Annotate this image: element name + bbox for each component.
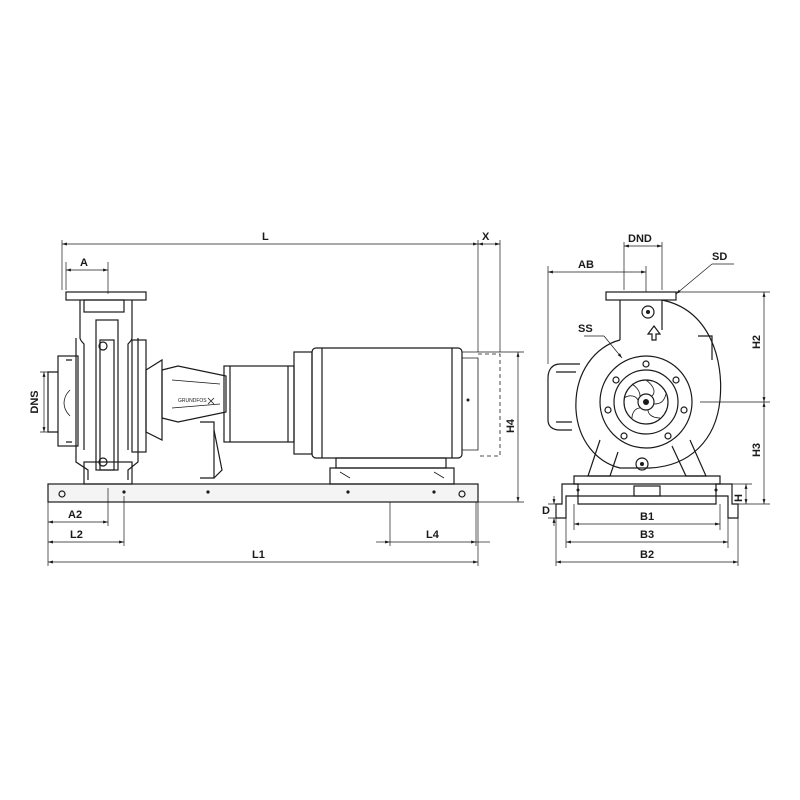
dim-L1: L1 bbox=[48, 502, 479, 566]
label-A2: A2 bbox=[68, 509, 82, 521]
label-DND: DND bbox=[628, 233, 652, 245]
label-X: X bbox=[482, 231, 490, 243]
label-B1: B1 bbox=[640, 511, 654, 523]
casing-bolts bbox=[604, 360, 688, 440]
motor bbox=[223, 347, 501, 485]
dim-AB: AB bbox=[547, 259, 647, 364]
base-frame bbox=[47, 483, 479, 503]
label-H2: H2 bbox=[751, 335, 763, 349]
pump-casing bbox=[47, 291, 163, 485]
svg-text:GRUNDFOS: GRUNDFOS bbox=[178, 398, 207, 404]
label-L: L bbox=[262, 231, 269, 243]
dim-A2: A2 bbox=[47, 488, 109, 566]
leader-SS: SS bbox=[578, 323, 623, 359]
dim-D: D bbox=[542, 496, 562, 526]
dim-H2: H2 bbox=[676, 291, 770, 403]
label-H4: H4 bbox=[505, 418, 517, 433]
label-L2: L2 bbox=[70, 529, 83, 541]
side-view: GRUNDFOS L bbox=[29, 231, 524, 566]
label-SS: SS bbox=[578, 323, 593, 335]
dim-B2: B2 bbox=[555, 518, 739, 566]
guard-side bbox=[547, 363, 580, 431]
label-B2: B2 bbox=[640, 549, 654, 561]
label-H: H bbox=[733, 494, 745, 502]
dim-H3: H3 bbox=[738, 402, 770, 505]
dim-X: X bbox=[478, 231, 501, 352]
dim-B1: B1 bbox=[573, 504, 721, 530]
label-DNS: DNS bbox=[29, 390, 41, 413]
end-view: DND AB SD SS H2 H3 bbox=[542, 233, 770, 566]
dim-L4: L4 bbox=[376, 502, 490, 546]
dim-H: H bbox=[732, 483, 752, 504]
dim-A: A bbox=[65, 257, 109, 294]
dim-L2: L2 bbox=[48, 496, 125, 546]
dim-L: L bbox=[61, 231, 479, 352]
label-H3: H3 bbox=[751, 443, 763, 457]
volute-casing bbox=[575, 299, 722, 471]
base-bolt-holes bbox=[58, 490, 466, 498]
label-SD: SD bbox=[712, 251, 727, 263]
label-L1: L1 bbox=[252, 549, 265, 561]
motor-removal-clearance bbox=[478, 353, 501, 457]
dim-DNS: DNS bbox=[29, 371, 58, 433]
dim-DND: DND bbox=[623, 233, 663, 290]
label-D: D bbox=[542, 505, 550, 517]
dim-B3: B3 bbox=[565, 518, 729, 548]
leader-SD: SD bbox=[675, 251, 734, 295]
impeller-vanes bbox=[623, 379, 667, 419]
coupling-guard: GRUNDFOS bbox=[161, 365, 227, 479]
label-B3: B3 bbox=[640, 529, 654, 541]
label-AB: AB bbox=[578, 259, 594, 271]
dim-H4: H4 bbox=[462, 351, 524, 503]
label-A: A bbox=[80, 257, 88, 269]
label-L4: L4 bbox=[426, 529, 440, 541]
discharge-flange bbox=[605, 291, 677, 341]
